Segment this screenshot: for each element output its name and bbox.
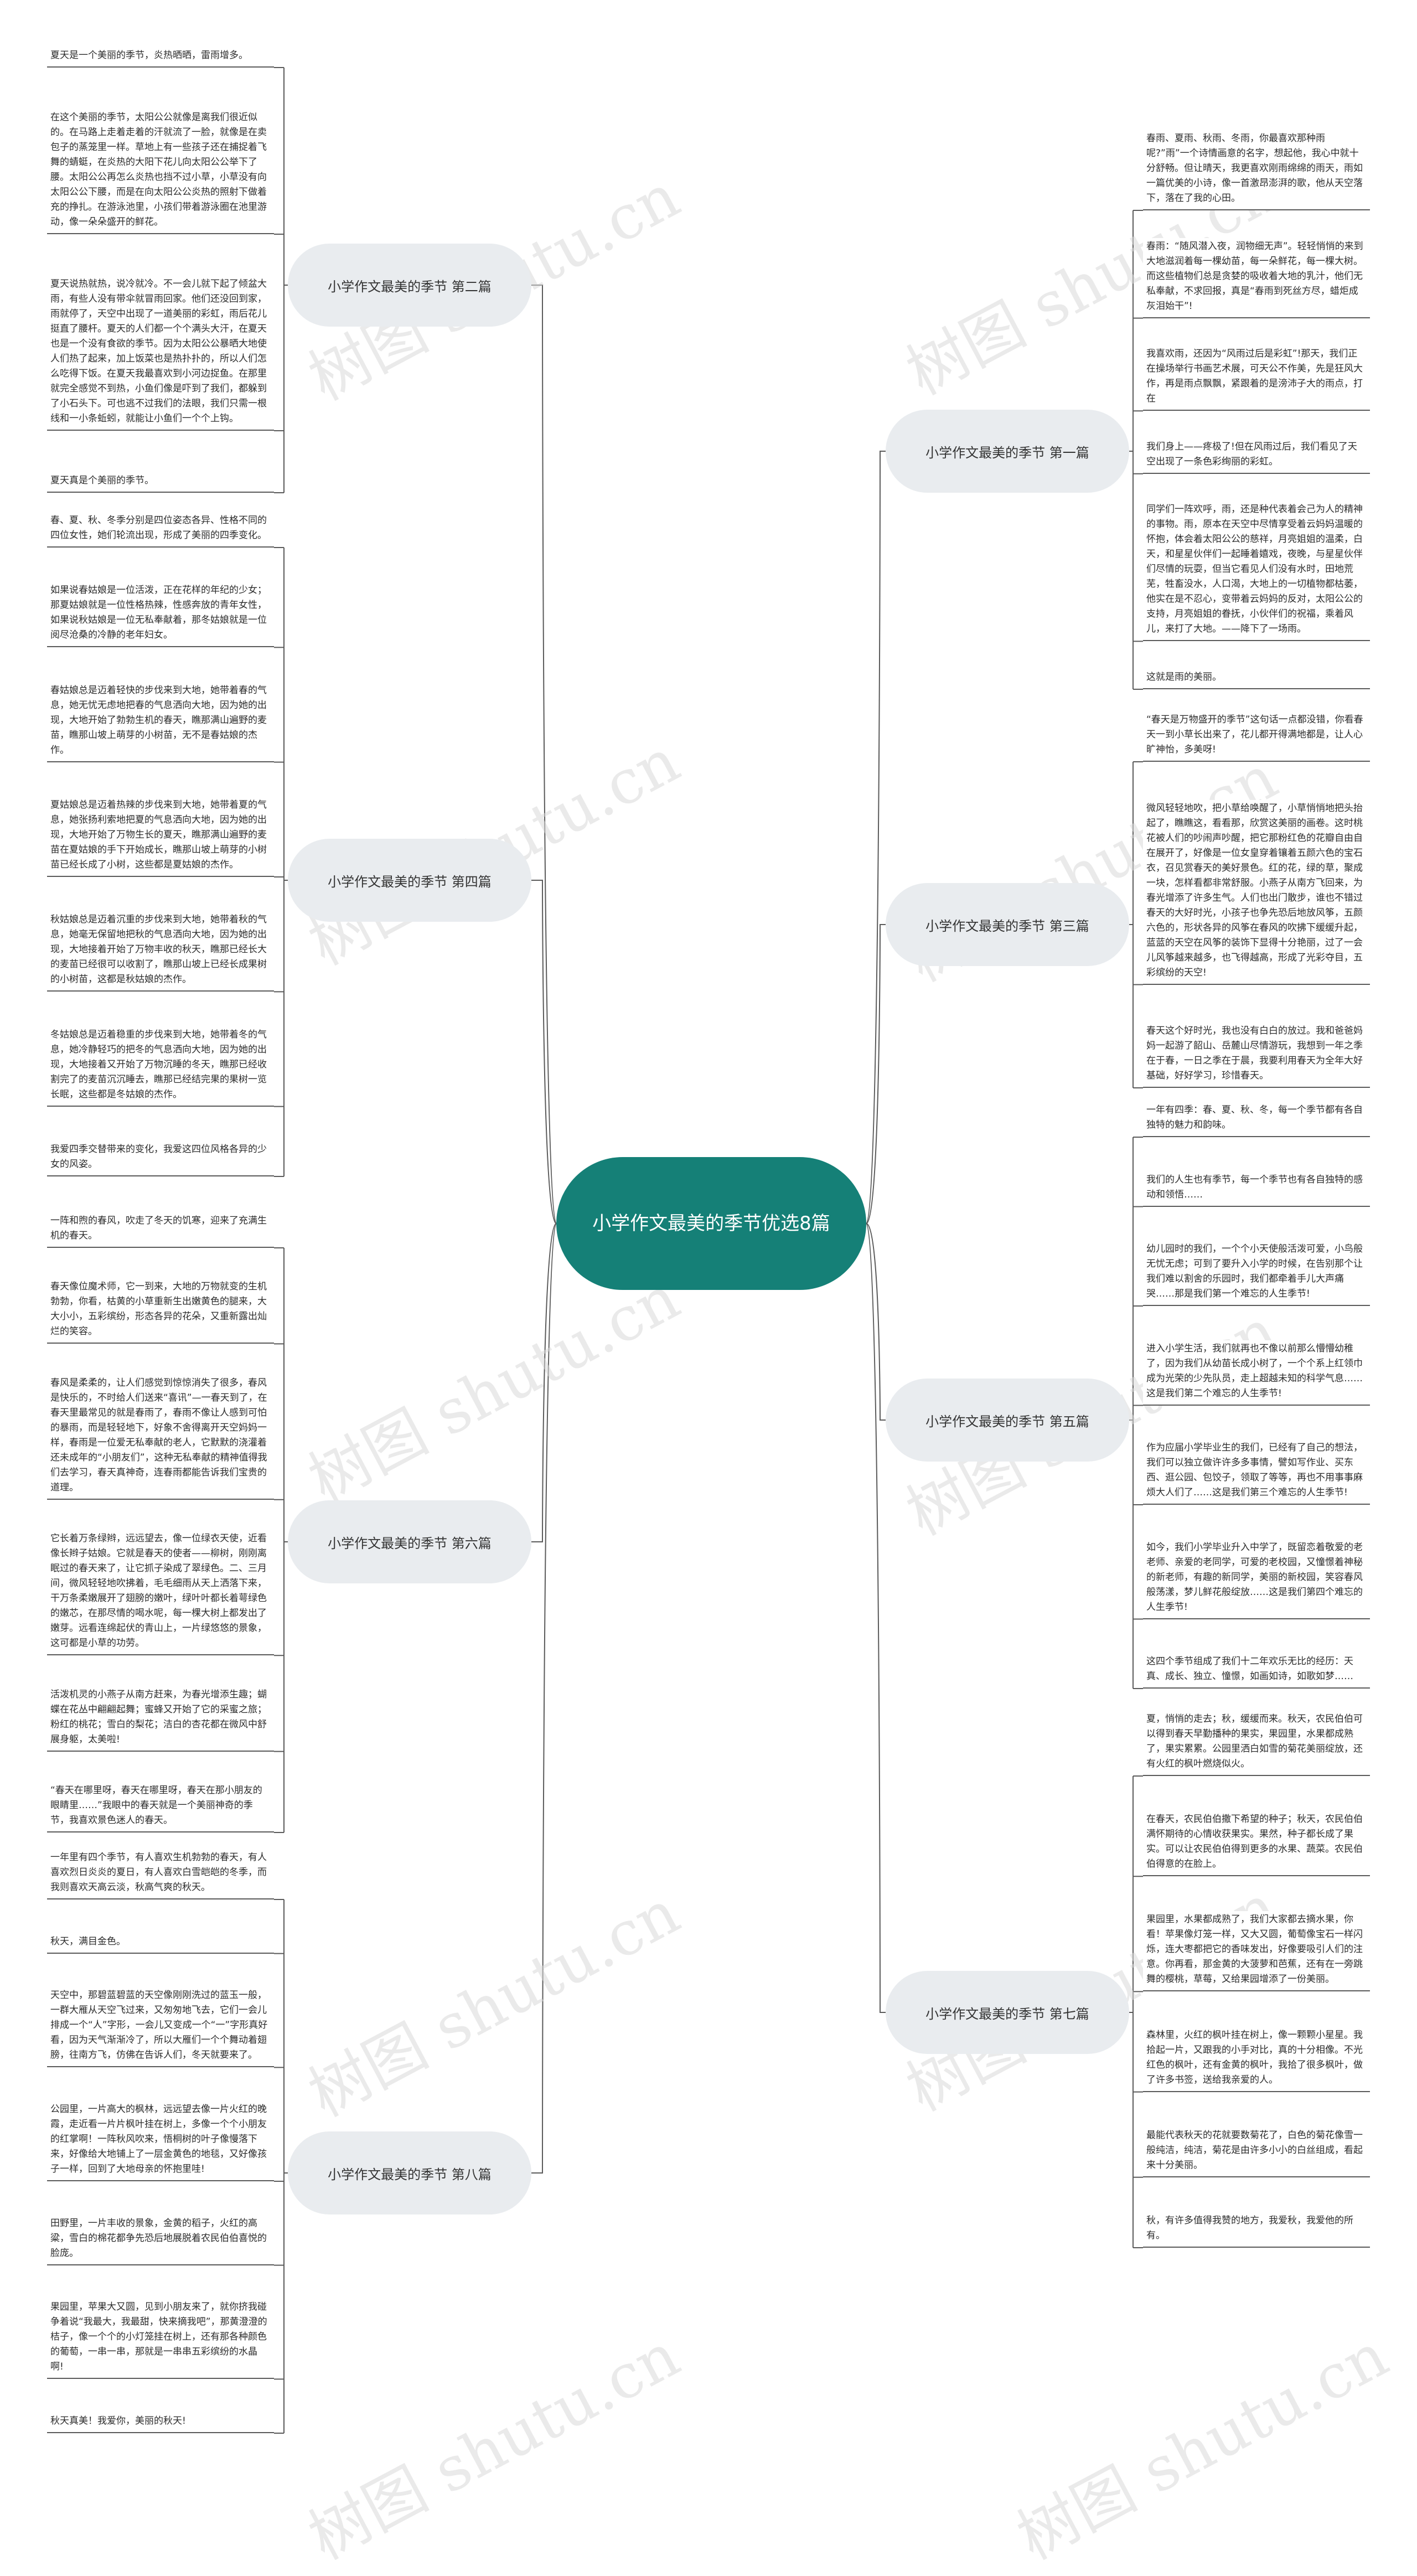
branch-topic[interactable]: 小学作文最美的季节 第三篇 xyxy=(886,883,1129,966)
leaf-text: 田野里，一片丰收的景象，金黄的稻子，火红的高粱，雪白的棉花都争先恐后地展脱着农民… xyxy=(47,2214,274,2265)
leaf-text: 春天这个好时光，我也没有白白的放过。我和爸爸妈妈一起游了韶山、岳麓山尽情游玩，我… xyxy=(1143,1023,1370,1088)
connector-line xyxy=(866,1223,886,2013)
branch-topic[interactable]: 小学作文最美的季节 第一篇 xyxy=(886,410,1129,493)
leaf-text: 我们身上——疼极了!但在风雨过后，我们看见了天空出现了一条色彩绚丽的彩虹。 xyxy=(1143,438,1370,474)
leaf-text: 最能代表秋天的花就要数菊花了，白色的菊花像雪一般纯洁，纯洁，菊花是由许多小小的白… xyxy=(1143,2126,1370,2177)
branch-topic[interactable]: 小学作文最美的季节 第四篇 xyxy=(288,839,531,922)
connector-line xyxy=(866,924,886,1224)
leaf-text: 果园里，苹果大又圆，见到小朋友来了，就你挤我碰争着说“我最大，我最甜，快来摘我吧… xyxy=(47,2299,274,2379)
branch-topic[interactable]: 小学作文最美的季节 第六篇 xyxy=(288,1500,531,1583)
leaf-text: 同学们一阵欢呼，雨，还是种代表着会己为人的精神的事物。雨，原本在天空中尽情享受着… xyxy=(1143,501,1370,642)
leaf-text: “春天是万物盛开的季节”这句话一点都没错，你看春天一到小草长出来了，花儿都开得满… xyxy=(1143,711,1370,762)
leaf-text: 作为应届小学毕业生的我们，已经有了自己的想法，我们可以独立做许许多多事情，譬如写… xyxy=(1143,1439,1370,1505)
leaf-text: 进入小学生活，我们就再也不像以前那么懵懵幼稚了，因为我们从幼苗长成小树了，一个个… xyxy=(1143,1340,1370,1406)
mindmap-canvas: 树图 shutu.cn 树图 shutu.cn 树图 shutu.cn 树图 s… xyxy=(47,47,1399,2574)
leaf-text: 春风是柔柔的，让人们感觉到惊惊消失了很多，春风是快乐的，不时给人们送来“喜讯”—… xyxy=(47,1374,274,1500)
leaf-text: 如今，我们小学毕业升入中学了，既留恋着敬爱的老老师、亲爱的老同学，可爱的老校园，… xyxy=(1143,1539,1370,1619)
leaf-text: 森林里，火红的枫叶挂在树上，像一颗颗小星星。我拾起一片，又跟我的小手对比，真的十… xyxy=(1143,2026,1370,2092)
leaf-text: 冬姑娘总是迈着稳重的步伐来到大地，她带着冬的气息，她冷静轻巧的把冬的气息洒向大地… xyxy=(47,1026,274,1107)
leaf-text: 我喜欢雨，还因为“风雨过后是彩虹”!那天，我们正在操场举行书画艺术展，可天公不作… xyxy=(1143,345,1370,411)
leaf-text: 在春天，农民伯伯撒下希望的种子；秋天，农民伯伯满怀期待的心情收获果实。果然，种子… xyxy=(1143,1811,1370,1877)
leaf-text: 夏天说热就热，说冷就冷。不一会儿就下起了倾盆大雨，有些人没有带伞就冒雨回家。他们… xyxy=(47,276,274,431)
leaf-text: 春天像位魔术师，它一到来，大地的万物就变的生机勃勃，你看，枯黄的小草重新生出嫩黄… xyxy=(47,1278,274,1344)
leaf-text: 夏，悄悄的走去；秋，缓缓而来。秋天，农民伯伯可以得到春天早勤播种的果实，果园里，… xyxy=(1143,1711,1370,1776)
leaf-text: 一阵和煦的春风，吹走了冬天的饥寒，迎来了充满生机的春天。 xyxy=(47,1212,274,1248)
branch-topic[interactable]: 小学作文最美的季节 第八篇 xyxy=(288,2131,531,2214)
leaf-text: 幼儿园时的我们，一个个小天使般活泼可爱，小鸟般无忧无虑；可到了要升入小学的时候，… xyxy=(1143,1241,1370,1306)
connector-line xyxy=(531,285,557,1224)
leaf-text: 我们的人生也有季节，每一个季节也有各自独特的感动和领悟…… xyxy=(1143,1171,1370,1207)
leaf-text: 夏天是一个美丽的季节，炎热晒晒，雷雨增多。 xyxy=(47,47,274,68)
leaf-text: 春雨、夏雨、秋雨、冬雨，你最喜欢那种雨呢?”雨”一个诗情画意的名字，想起他，我心… xyxy=(1143,130,1370,210)
leaf-text: 它长着万条绿辫，远远望去，像一位绿衣天使，近看像长辫子姑娘。它就是春天的使者——… xyxy=(47,1530,274,1656)
leaf-text: 微风轻轻地吹，把小草给唤醒了，小草悄悄地把头抬起了，瞧瞧这，看看那，欣赏这美丽的… xyxy=(1143,799,1370,985)
connector-line xyxy=(531,880,557,1224)
leaf-text: 活泼机灵的小燕子从南方赶来，为春光增添生趣；蝴蝶在花丛中翩翩起舞；蜜蜂又开始了它… xyxy=(47,1686,274,1752)
leaf-text: 我爱四季交替带来的变化，我爱这四位风格各异的少女的风姿。 xyxy=(47,1141,274,1176)
leaf-text: 果园里，水果都成熟了，我们大家都去摘水果，你看！苹果像灯笼一样，又大又圆，葡萄像… xyxy=(1143,1911,1370,1992)
branch-topic[interactable]: 小学作文最美的季节 第七篇 xyxy=(886,1971,1129,2054)
leaf-text: 春姑娘总是迈着轻快的步伐来到大地，她带着春的气息，她无忧无虑地把春的气息洒向大地… xyxy=(47,682,274,762)
leaf-text: 这就是雨的美丽。 xyxy=(1143,669,1370,689)
leaf-text: 夏天真是个美丽的季节。 xyxy=(47,472,274,493)
leaf-text: 一年里有四个季节，有人喜欢生机勃勃的春天，有人喜欢烈日炎炎的夏日，有人喜欢白雪皑… xyxy=(47,1849,274,1899)
leaf-text: 这四个季节组成了我们十二年欢乐无比的经历：天真、成长、独立、憧憬，如画如诗，如歌… xyxy=(1143,1653,1370,1689)
leaf-text: 夏姑娘总是迈着热辣的步伐来到大地，她带着夏的气息，她张扬利索地把夏的气息洒向大地… xyxy=(47,797,274,877)
connector-line xyxy=(866,451,886,1224)
leaf-text: 一年有四季：春、夏、秋、冬，每一个季节都有各自独特的魅力和韵味。 xyxy=(1143,1102,1370,1137)
leaf-text: 如果说春姑娘是一位活泼，正在花样的年纪的少女；那夏姑娘就是一位性格热辣，性感奔放… xyxy=(47,582,274,648)
leaf-text: 春雨：“随风潜入夜，润物细无声”。轻轻悄悄的来到大地滋润着每一棵幼苗，每一朵鲜花… xyxy=(1143,238,1370,318)
leaf-text: 在这个美丽的季节，太阳公公就像是离我们很近似的。在马路上走着走着的汗就流了一脸，… xyxy=(47,109,274,234)
leaf-text: 公园里，一片高大的枫林，远远望去像一片火红的晚霞，走近看一片片枫叶挂在树上，多像… xyxy=(47,2101,274,2181)
leaf-text: 天空中，那碧蓝碧蓝的天空像刚刚洗过的蓝玉一般，一群大雁从天空飞过来，又匆匆地飞去… xyxy=(47,1987,274,2068)
connector-lines xyxy=(274,67,1143,2434)
leaf-text: 秋天真美！我爱你，美丽的秋天! xyxy=(47,2413,274,2433)
connector-line xyxy=(866,1223,886,1421)
connector-line xyxy=(531,1223,557,1542)
leaf-text: 秋，有许多值得我赞的地方，我爱秋，我爱他的所有。 xyxy=(1143,2212,1370,2248)
connector-line xyxy=(531,1223,557,2174)
leaf-text: 秋天，满目金色。 xyxy=(47,1933,274,1954)
leaf-text: “春天在哪里呀，春天在哪里呀，春天在那小朋友的眼睛里……”我眼中的春天就是一个美… xyxy=(47,1782,274,1832)
branch-topic[interactable]: 小学作文最美的季节 第五篇 xyxy=(886,1379,1129,1462)
root-topic[interactable]: 小学作文最美的季节优选8篇 xyxy=(556,1157,866,1290)
branch-topic[interactable]: 小学作文最美的季节 第二篇 xyxy=(288,244,531,327)
leaf-text: 春、夏、秋、冬季分别是四位姿态各异、性格不同的四位女性，她们轮流出现，形成了美丽… xyxy=(47,512,274,548)
leaf-text: 秋姑娘总是迈着沉重的步伐来到大地，她带着秋的气息，她毫无保留地把秋的气息洒向大地… xyxy=(47,911,274,992)
